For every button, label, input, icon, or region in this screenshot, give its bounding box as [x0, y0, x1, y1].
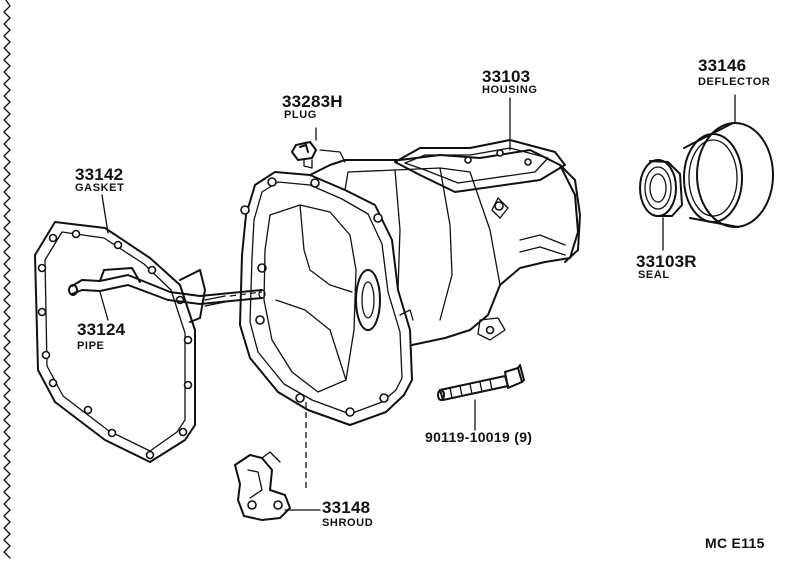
deflector-drawing: [683, 122, 774, 228]
diagram-code: MC E115: [705, 535, 765, 551]
shroud-part-number: 33148: [322, 498, 371, 517]
leader-lines: [99, 94, 736, 511]
housing-part-name: HOUSING: [482, 84, 538, 96]
bolt-part-number: 90119-10019 (9): [425, 429, 533, 445]
housing-part-number: 33103: [482, 67, 531, 86]
plug-drawing: [291, 141, 317, 169]
gasket-part-number: 33142: [75, 165, 124, 184]
gasket-part-name: GASKET: [75, 182, 125, 194]
deflector-part-number: 33146: [698, 56, 747, 75]
deflector-part-name: DEFLECTOR: [698, 76, 771, 88]
seal-part-name: SEAL: [638, 269, 670, 281]
bolt-drawing: [437, 364, 525, 401]
housing-drawing: [239, 139, 581, 426]
pipe-part-number: 33124: [77, 320, 126, 339]
plug-part-number: 33283H: [282, 92, 343, 111]
torn-edge: [3, 0, 11, 559]
plug-part-name: PLUG: [284, 109, 317, 121]
pipe-part-name: PIPE: [77, 340, 105, 352]
seal-part-number: 33103R: [636, 252, 697, 271]
shroud-part-name: SHROUD: [322, 517, 374, 529]
gasket-drawing: [34, 221, 196, 463]
pipe-drawing: [68, 267, 266, 323]
shroud-drawing: [234, 451, 291, 521]
seal-drawing: [639, 159, 683, 217]
